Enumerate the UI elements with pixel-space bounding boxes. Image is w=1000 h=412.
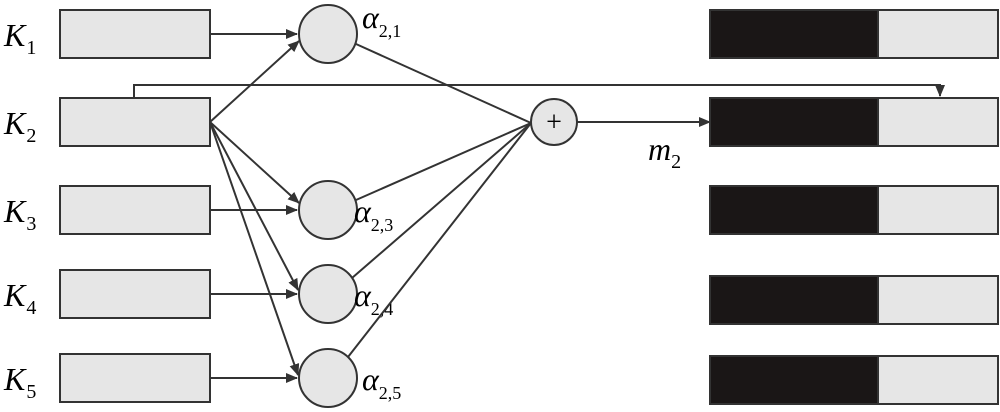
alpha-label-2-1: α2,1	[362, 0, 401, 41]
alpha-label-2-3: α2,3	[354, 193, 393, 235]
line-node1-sum	[355, 43, 532, 124]
output-box-5	[709, 355, 999, 405]
line-node3-sum	[355, 122, 532, 201]
key-label-5: K5	[3, 361, 36, 403]
sum-node: +	[530, 98, 578, 146]
key-label-4: K4	[3, 277, 36, 319]
weight-node-5	[298, 348, 358, 408]
weight-nodes	[298, 4, 358, 408]
key-box-3	[59, 185, 211, 235]
output-box-3	[709, 185, 999, 235]
arrow-k2-node4	[209, 121, 299, 291]
key-label-3: K3	[3, 193, 36, 235]
arrow-k2-node1	[209, 40, 300, 123]
key-box-2	[59, 97, 211, 147]
key-label-1: K1	[3, 17, 36, 59]
key-to-node-arrows	[210, 29, 298, 383]
output-box-1	[709, 9, 999, 59]
alpha-label-2-4: α2,4	[354, 277, 393, 319]
key-box-5	[59, 353, 211, 403]
key-labels: K1 K2 K3 K4 K5	[3, 17, 36, 403]
key-label-2: K2	[3, 105, 36, 147]
alpha-label-2-5: α2,5	[362, 361, 401, 403]
sum-symbol: +	[546, 107, 562, 138]
output-box-2	[709, 97, 999, 147]
output-boxes	[709, 9, 999, 405]
line-node5-sum	[347, 122, 532, 358]
k2-skip-arrow	[133, 84, 945, 98]
weight-node-4	[298, 264, 358, 324]
key-box-4	[59, 269, 211, 319]
output-label: m2	[648, 131, 681, 173]
weight-node-1	[298, 4, 358, 64]
key-box-1	[59, 9, 211, 59]
node-to-sum-lines	[347, 43, 532, 358]
output-box-4	[709, 275, 999, 325]
line-node4-sum	[351, 122, 532, 279]
key-boxes	[59, 9, 211, 403]
alpha-labels: α2,1 α2,3 α2,4 α2,5	[354, 0, 401, 403]
arrow-k2-node5	[209, 121, 300, 376]
weight-node-3	[298, 180, 358, 240]
k2-fanout-arrows	[209, 40, 300, 376]
arrow-k2-node3	[209, 121, 300, 204]
